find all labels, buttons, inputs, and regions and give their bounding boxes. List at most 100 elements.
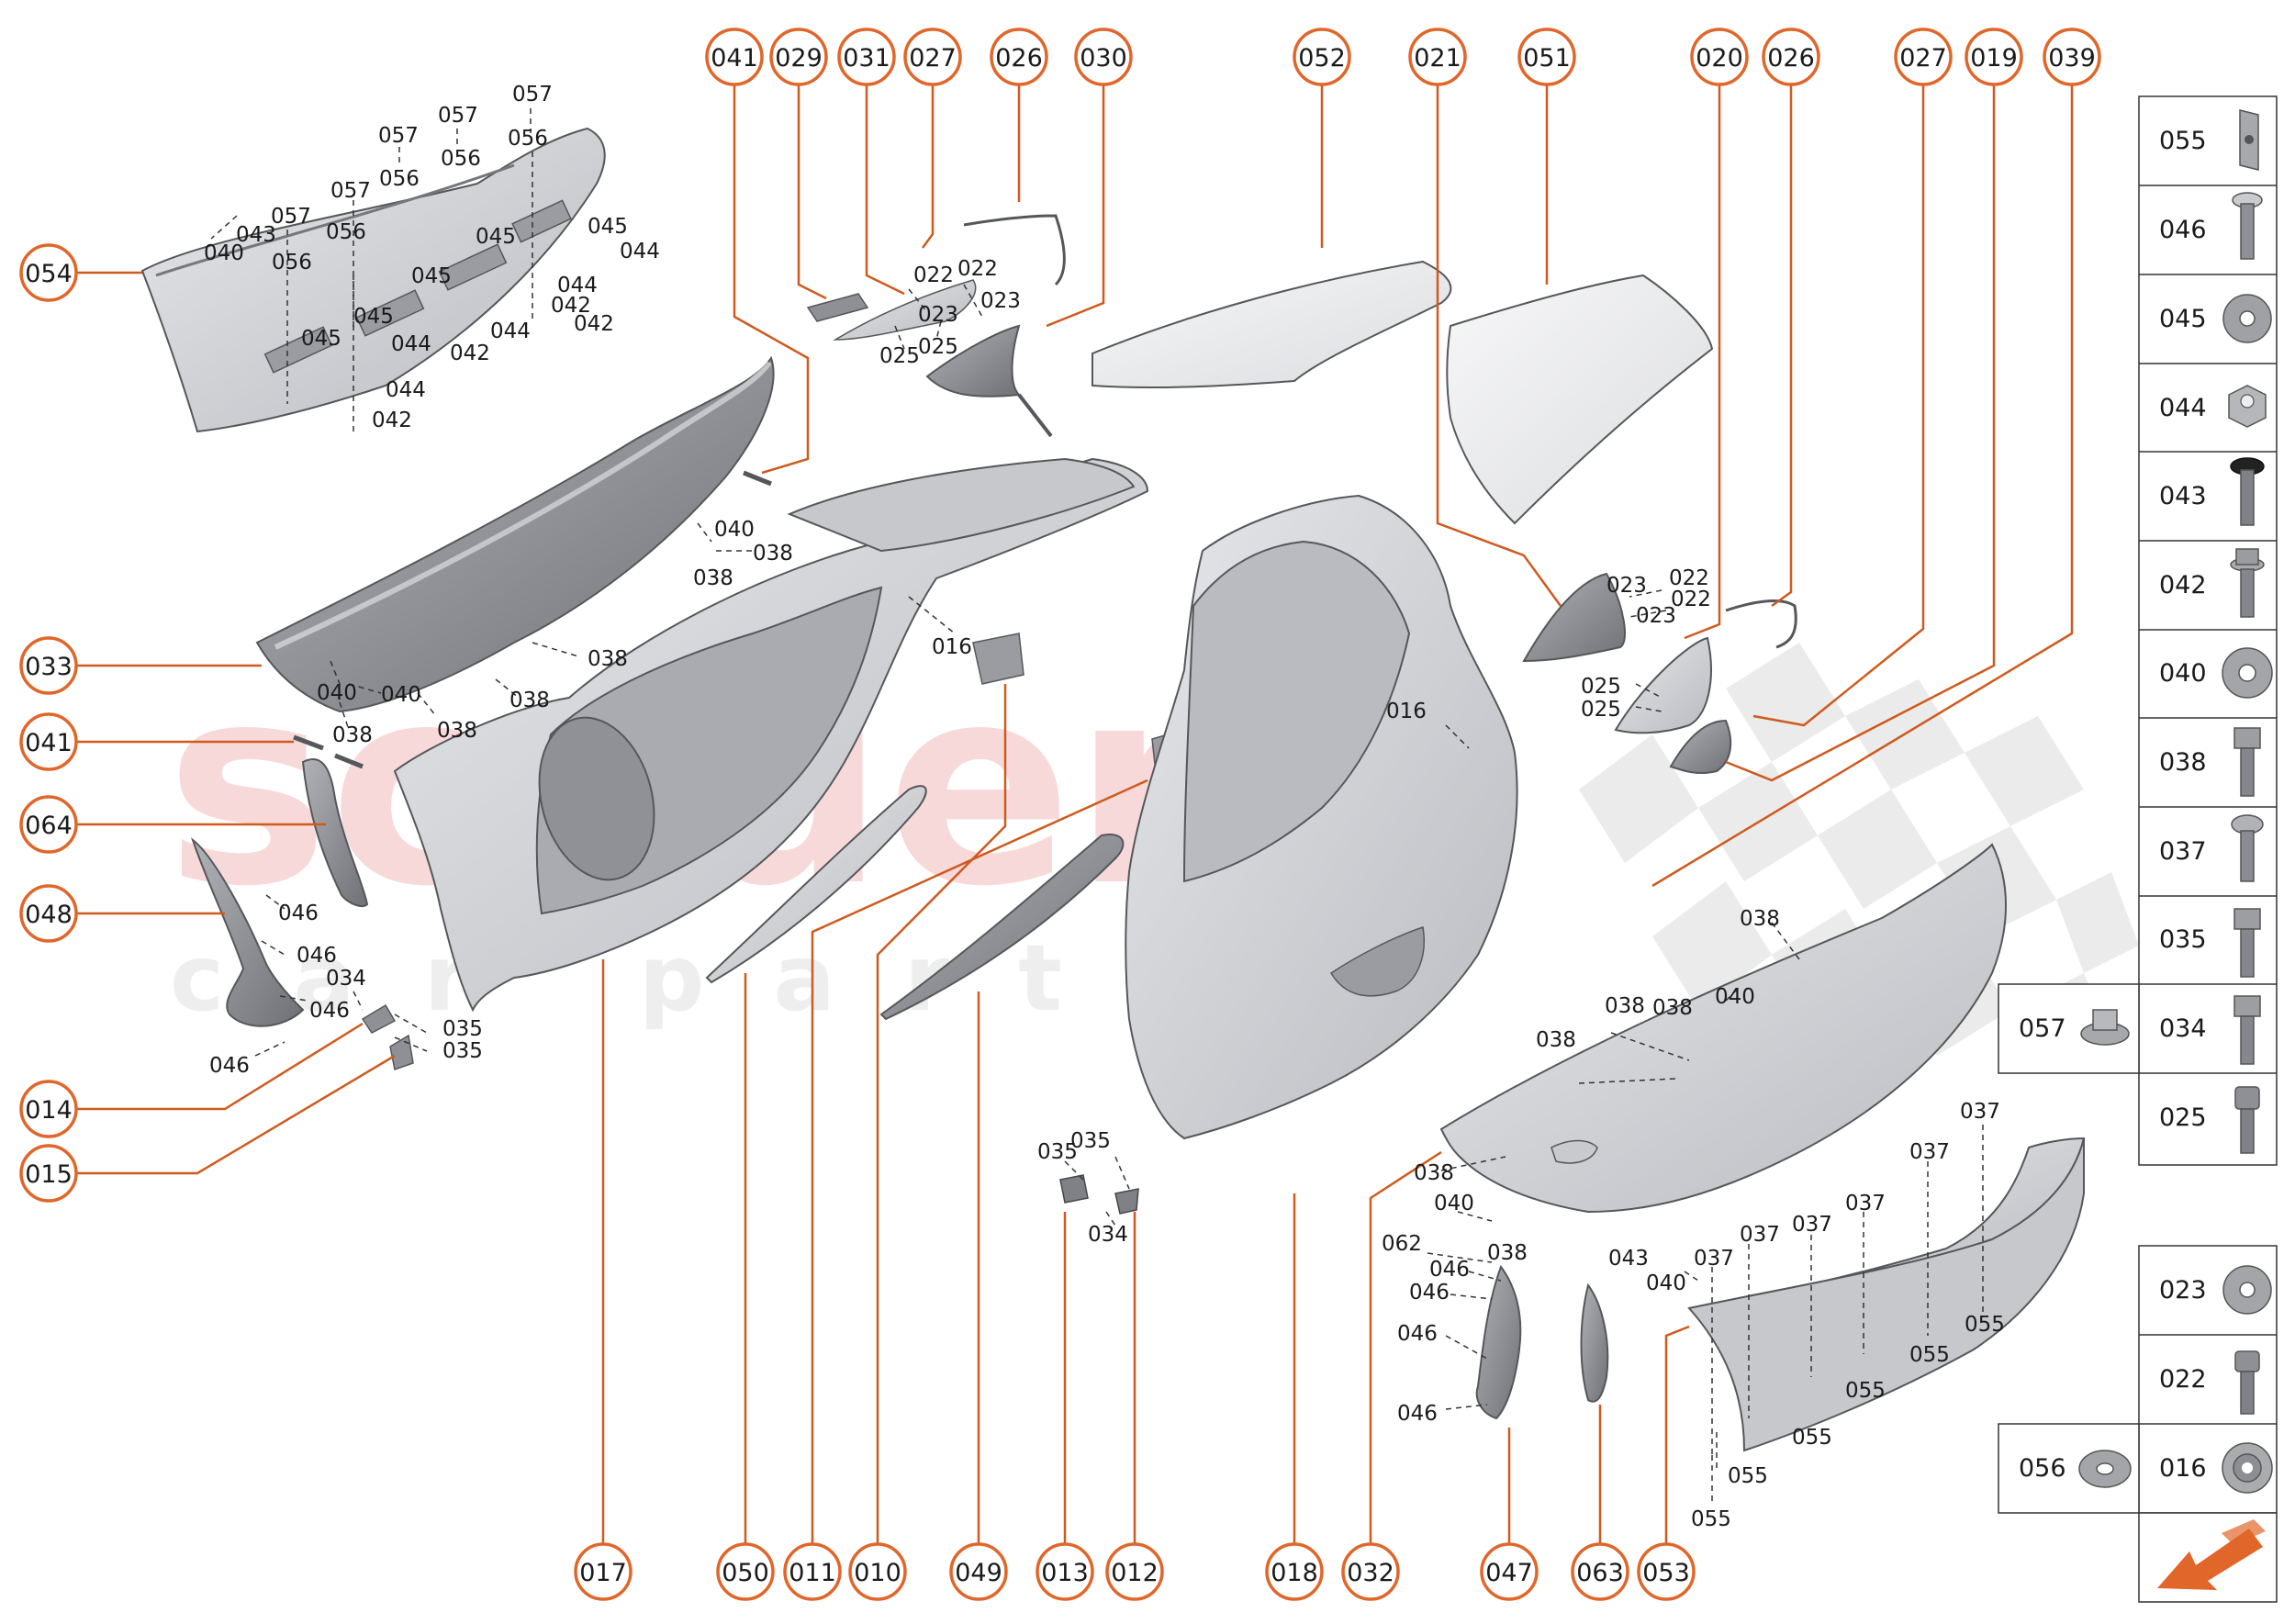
callout-label: 053 [1642,1559,1690,1587]
callout-label: 027 [1899,44,1947,73]
callout-011[interactable]: 011 [783,1542,842,1601]
part-012-hinge [1114,1188,1139,1215]
label-023: 023 [1636,604,1676,628]
part-041-pin [743,470,772,487]
label-046: 046 [297,944,337,968]
callout-031[interactable]: 031 [837,28,896,86]
legend-code: 044 [2159,394,2207,422]
legend-row-040[interactable]: 040 [2159,647,2273,699]
nav-arrow-button[interactable] [2138,1512,2278,1603]
callout-047[interactable]: 047 [1480,1542,1539,1601]
callout-050[interactable]: 050 [716,1542,775,1601]
label-045: 045 [476,225,516,249]
labels-group-033: 040 038 038 038 038 040 040 038 038 [317,518,793,747]
callout-label: 013 [1041,1559,1089,1587]
callout-013[interactable]: 013 [1036,1542,1094,1601]
part-052-window-glass [1092,260,1452,389]
callout-027[interactable]: 027 [903,28,962,86]
legend-row-023[interactable]: 023 [2159,1265,2272,1315]
label-037: 037 [1960,1100,2000,1124]
legend-row-043[interactable]: 043 [2159,457,2265,526]
callout-033[interactable]: 033 [19,636,78,695]
callout-label: 064 [25,812,73,840]
callout-032[interactable]: 032 [1341,1542,1400,1601]
labels-group-054: 057 057 057 056 056 057 056 057 056 040 … [204,83,660,432]
callout-049[interactable]: 049 [949,1542,1008,1601]
callout-label: 033 [25,653,73,681]
callout-014[interactable]: 014 [19,1080,78,1138]
callout-064[interactable]: 064 [19,795,78,854]
legend-row-025[interactable]: 025 [2159,1086,2260,1154]
callout-015[interactable]: 015 [19,1144,78,1203]
hex-bolt-icon [2233,908,2261,978]
callout-019[interactable]: 019 [1965,28,2023,86]
legend-row-037[interactable]: 037 [2159,814,2264,882]
legend-code: 040 [2159,659,2207,688]
callout-label: 032 [1347,1559,1394,1587]
callout-018[interactable]: 018 [1265,1542,1324,1601]
callout-label: 050 [722,1559,769,1587]
legend-code: 037 [2159,837,2207,866]
legend-row-016[interactable]: 016 056 [2019,1442,2273,1494]
label-055: 055 [1792,1426,1832,1450]
legend-row-035[interactable]: 035 [2159,908,2261,978]
callout-051[interactable]: 051 [1517,28,1576,86]
label-056: 056 [326,220,366,244]
label-038: 038 [1652,996,1693,1020]
legend-row-022[interactable]: 022 [2159,1350,2260,1415]
callout-063[interactable]: 063 [1571,1542,1629,1601]
callout-label: 020 [1696,44,1743,73]
legend-row-055[interactable]: 055 [2159,109,2259,171]
callout-021[interactable]: 021 [1408,28,1467,86]
callout-label: 027 [909,44,957,73]
legend-row-042[interactable]: 042 [2159,548,2265,618]
callout-048[interactable]: 048 [19,884,78,943]
label-055: 055 [1845,1379,1886,1403]
label-056: 056 [441,147,481,171]
label-045: 045 [588,215,628,239]
callout-052[interactable]: 052 [1293,28,1351,86]
legend-code: 023 [2159,1276,2207,1305]
labels-group-053: 037 037 037 037 037 037 043 040 055 055 … [1608,1100,2005,1531]
part-029-regulator-piece [806,293,869,322]
legend-row-045[interactable]: 045 [2159,294,2272,343]
bottom-callouts: 017 050 011 010 049 013 012 018 032 047 … [574,1542,1696,1601]
legend-row-034[interactable]: 034 057 [2019,995,2261,1065]
fastener-legend: 055 046 045 044 043 042 040 038 [1998,95,2278,1603]
part-032-door-skin [1439,843,2007,1214]
callout-027-right[interactable]: 027 [1894,28,1953,86]
callout-054[interactable]: 054 [19,243,78,302]
label-035: 035 [442,1017,483,1041]
labels-group-mirror: 023 022 022 023 025 025 [1581,566,1711,722]
part-014-clip [361,1003,397,1034]
legend-code: 022 [2159,1365,2207,1394]
screw-icon [2232,192,2263,260]
callout-026[interactable]: 026 [990,28,1048,86]
label-057: 057 [330,179,371,203]
allen-screw-icon [2234,1350,2260,1415]
callout-012[interactable]: 012 [1105,1542,1164,1601]
callout-020[interactable]: 020 [1690,28,1749,86]
callout-039[interactable]: 039 [2043,28,2101,86]
legend-row-046[interactable]: 046 [2159,192,2263,260]
label-025: 025 [1581,675,1621,699]
callout-030[interactable]: 030 [1074,28,1133,86]
legend-code: 034 [2159,1014,2207,1043]
callout-029[interactable]: 029 [769,28,828,86]
callout-053[interactable]: 053 [1637,1542,1696,1601]
callout-026-right[interactable]: 026 [1762,28,1820,86]
callout-041-left[interactable]: 041 [19,712,78,771]
legend-row-038[interactable]: 038 [2159,727,2261,797]
callout-017[interactable]: 017 [574,1542,633,1601]
callout-label: 011 [789,1559,836,1587]
label-037: 037 [1792,1213,1832,1237]
callout-010[interactable]: 010 [848,1542,907,1601]
part-013-hinge [1059,1174,1089,1204]
label-040: 040 [1715,985,1755,1009]
callout-label: 026 [995,44,1043,73]
label-040: 040 [1434,1192,1474,1215]
label-016: 016 [932,635,972,659]
callout-041[interactable]: 041 [705,28,764,86]
label-046: 046 [1397,1322,1438,1346]
legend-row-044[interactable]: 044 [2159,385,2267,428]
